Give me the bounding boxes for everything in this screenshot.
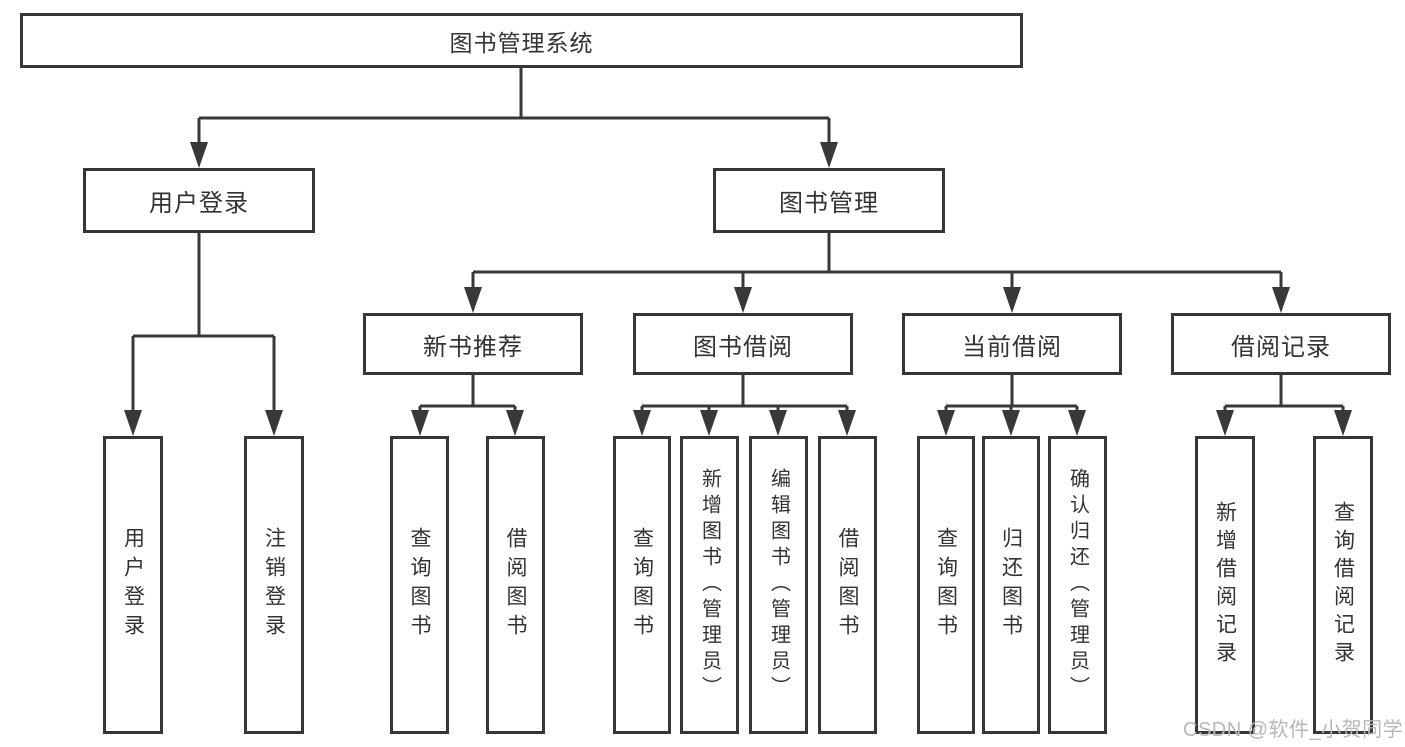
arrowhead-icon xyxy=(820,142,838,168)
node-bb-borrow-books: 借阅图书 xyxy=(818,436,877,734)
arrowhead-icon xyxy=(411,410,429,436)
node-library-system: 图书管理系统 xyxy=(20,13,1023,68)
arrowhead-icon xyxy=(1068,410,1086,436)
connector-borrow-records-children xyxy=(1216,375,1352,436)
connector-book-management-children xyxy=(464,233,1290,313)
node-cb-query-books: 查询图书 xyxy=(917,436,975,734)
arrowhead-icon xyxy=(633,410,651,436)
arrowhead-icon xyxy=(265,410,283,436)
node-br-add-record: 新增借阅记录 xyxy=(1195,436,1255,734)
connector-new-book-recommend-children xyxy=(411,375,524,436)
node-bb-add-books-admin: 新增图书（管理员） xyxy=(680,436,739,734)
connector-user-login-children xyxy=(124,233,283,436)
arrowhead-icon xyxy=(937,410,955,436)
arrowhead-icon xyxy=(700,410,718,436)
arrowhead-icon xyxy=(838,410,856,436)
connector-root-to-level2 xyxy=(190,68,838,168)
csdn-watermark: CSDN @软件_小贺同学 xyxy=(1183,719,1404,741)
node-book-borrow: 图书借阅 xyxy=(633,313,853,375)
arrowhead-icon xyxy=(1272,287,1290,313)
connector-book-borrow-children xyxy=(633,375,856,436)
node-cb-return-books: 归还图书 xyxy=(982,436,1040,734)
node-new-book-recommend: 新书推荐 xyxy=(363,313,583,375)
node-br-query-record: 查询借阅记录 xyxy=(1313,436,1373,734)
node-current-borrow: 当前借阅 xyxy=(902,313,1122,375)
arrowhead-icon xyxy=(1003,287,1021,313)
arrowhead-icon xyxy=(190,142,208,168)
node-cb-confirm-return-admin: 确认归还（管理员） xyxy=(1048,436,1107,734)
arrowhead-icon xyxy=(1002,410,1020,436)
arrowhead-icon xyxy=(124,410,142,436)
node-bb-edit-books-admin: 编辑图书（管理员） xyxy=(749,436,808,734)
node-borrow-records: 借阅记录 xyxy=(1171,313,1391,375)
arrowhead-icon xyxy=(1334,410,1352,436)
connector-current-borrow-children xyxy=(937,375,1086,436)
arrowhead-icon xyxy=(1216,410,1234,436)
node-logout-login: 注销登录 xyxy=(244,436,304,734)
node-user-login-group: 用户登录 xyxy=(83,168,315,233)
arrowhead-icon xyxy=(464,287,482,313)
node-user-login: 用户登录 xyxy=(103,436,163,734)
node-nb-borrow-books: 借阅图书 xyxy=(486,436,545,734)
node-book-management: 图书管理 xyxy=(713,168,945,233)
arrowhead-icon xyxy=(769,410,787,436)
node-bb-query-books: 查询图书 xyxy=(613,436,671,734)
arrowhead-icon xyxy=(734,287,752,313)
arrowhead-icon xyxy=(506,410,524,436)
node-nb-query-books: 查询图书 xyxy=(390,436,449,734)
